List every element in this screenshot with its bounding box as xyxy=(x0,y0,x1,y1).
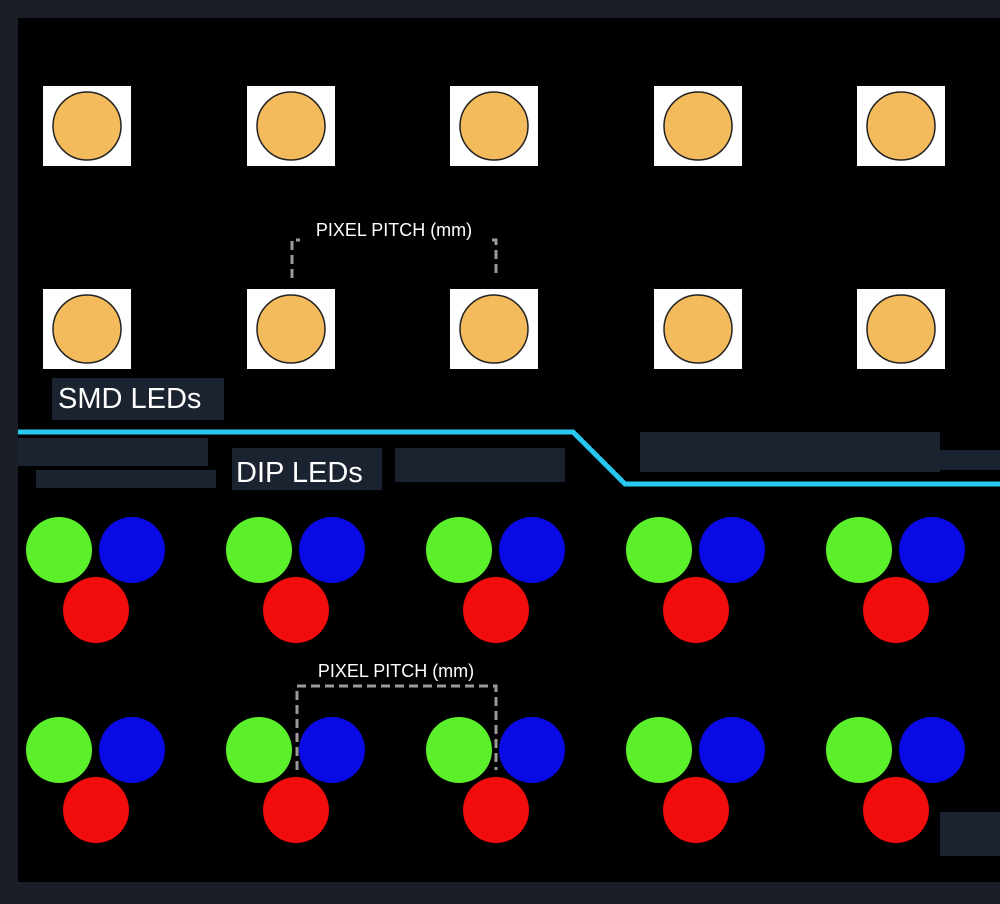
dip-led-blue xyxy=(99,717,165,783)
smd-led-emitter xyxy=(663,294,733,364)
dip-led-cluster xyxy=(26,517,165,643)
divider-shade-right xyxy=(640,432,940,472)
dip-led-green xyxy=(26,717,92,783)
dip-led-green xyxy=(626,717,692,783)
smd-led-emitter xyxy=(52,294,122,364)
dip-led-cluster xyxy=(226,517,365,643)
dip-led-blue xyxy=(99,517,165,583)
dip-led-blue xyxy=(299,517,365,583)
dip-led-blue xyxy=(699,717,765,783)
dip-led-green xyxy=(26,517,92,583)
smd-section-label: SMD LEDs xyxy=(58,383,201,415)
smd-led-emitter xyxy=(866,294,936,364)
smd-led xyxy=(654,86,742,166)
dip-led-cluster xyxy=(626,717,765,843)
dip-led-green xyxy=(626,517,692,583)
dip-section-label: DIP LEDs xyxy=(236,457,363,489)
smd-led xyxy=(247,86,335,166)
dip-led-cluster xyxy=(426,717,565,843)
dip-led-green xyxy=(426,717,492,783)
smd-led xyxy=(43,86,131,166)
dip-led-green xyxy=(426,517,492,583)
divider-shade-left-lower xyxy=(36,470,216,488)
smd-led xyxy=(857,86,945,166)
dip-pitch-bracket xyxy=(295,684,498,770)
dip-led-green xyxy=(226,717,292,783)
dip-led-cluster xyxy=(626,517,765,643)
divider-shade-left xyxy=(18,438,208,466)
dip-led-blue xyxy=(699,517,765,583)
smd-section-label-group: SMD LEDs xyxy=(52,378,224,420)
dip-led-red xyxy=(863,777,929,843)
dip-label-bg xyxy=(232,448,382,490)
section-divider xyxy=(18,429,1000,488)
divider-line xyxy=(18,429,1000,487)
dip-led-blue xyxy=(899,717,965,783)
dip-led-blue xyxy=(499,517,565,583)
smd-label-bg xyxy=(52,378,224,420)
smd-led-emitter xyxy=(459,91,529,161)
smd-led-emitter xyxy=(256,91,326,161)
smd-led xyxy=(247,289,335,369)
dip-led-cluster xyxy=(226,717,365,843)
smd-led-emitter xyxy=(459,294,529,364)
dip-led-red xyxy=(263,577,329,643)
divider-shade-mid xyxy=(395,448,565,482)
smd-led xyxy=(450,86,538,166)
dip-led-cluster xyxy=(826,517,965,643)
smd-pixel-pitch-marker: PIXEL PITCH (mm) xyxy=(290,216,498,278)
corner-shade xyxy=(940,812,1000,856)
smd-led xyxy=(654,289,742,369)
dip-led-blue xyxy=(499,717,565,783)
dip-led-green xyxy=(826,517,892,583)
dip-pitch-label-bg xyxy=(303,658,485,684)
dip-pixel-pitch-marker: PIXEL PITCH (mm) xyxy=(295,658,498,770)
dip-led-cluster xyxy=(426,517,565,643)
divider-shade-right-end xyxy=(940,450,1000,470)
smd-led-emitter xyxy=(866,91,936,161)
dip-led-red xyxy=(263,777,329,843)
dip-led-red xyxy=(463,577,529,643)
dip-led-green xyxy=(826,717,892,783)
dip-led-cluster xyxy=(826,717,965,843)
dip-led-red xyxy=(663,777,729,843)
dip-led-red xyxy=(63,577,129,643)
smd-pitch-label: PIXEL PITCH (mm) xyxy=(316,220,472,240)
dip-pitch-label: PIXEL PITCH (mm) xyxy=(318,661,474,681)
dip-led-green xyxy=(226,517,292,583)
dip-section-label-group: DIP LEDs xyxy=(232,448,382,490)
dip-led-red xyxy=(863,577,929,643)
dip-led-cluster xyxy=(26,717,165,843)
dip-led-blue xyxy=(299,717,365,783)
smd-led xyxy=(857,289,945,369)
dip-led-blue xyxy=(899,517,965,583)
smd-led xyxy=(450,289,538,369)
smd-led xyxy=(43,289,131,369)
dip-led-red xyxy=(463,777,529,843)
smd-led-emitter xyxy=(663,91,733,161)
smd-led-grid xyxy=(43,86,945,369)
smd-pitch-label-bg xyxy=(300,216,488,242)
dip-led-grid xyxy=(26,517,965,843)
smd-led-emitter xyxy=(52,91,122,161)
dip-led-red xyxy=(663,577,729,643)
dip-led-red xyxy=(63,777,129,843)
smd-led-emitter xyxy=(256,294,326,364)
